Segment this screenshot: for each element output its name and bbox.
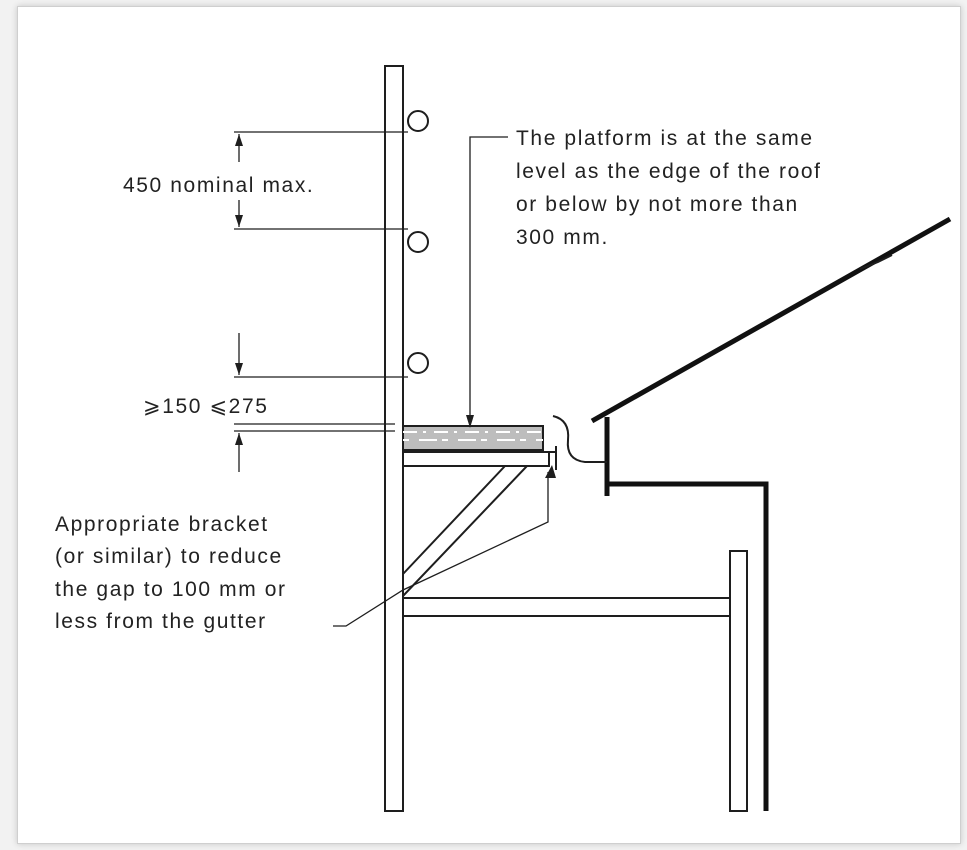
- leader-arrowheads: [466, 415, 556, 478]
- guardrail-circles: [407, 110, 429, 374]
- platform-note-line-1: The platform is at the same: [516, 127, 814, 150]
- bracket-note-line-2: (or similar) to reduce: [55, 545, 283, 568]
- platform: [402, 425, 550, 467]
- platform-note-line-3: or below by not more than: [516, 193, 799, 216]
- diagonal-brace: [402, 465, 530, 599]
- gap-bracket: [549, 446, 557, 470]
- scaffold-standard-right: [729, 550, 748, 812]
- platform-note-line-4: 300 mm.: [516, 226, 609, 249]
- roof-edge: [552, 216, 952, 811]
- platform-note-line-2: level as the edge of the roof: [516, 160, 822, 183]
- leader-lines: [333, 136, 549, 627]
- horizontal-ledger: [402, 597, 734, 617]
- guardrail-top: [407, 110, 429, 132]
- bracket-note-line-1: Appropriate bracket: [55, 513, 269, 536]
- bracket-note-line-4: less from the gutter: [55, 610, 267, 633]
- scaffold-standard-left: [384, 65, 404, 812]
- guardrail-bottom: [407, 352, 429, 374]
- dimension-450-label: 450 nominal max.: [123, 174, 314, 197]
- dimension-arrowheads: [235, 134, 243, 445]
- guardrail-middle: [407, 231, 429, 253]
- dimension-150-275-label: ⩾150 ⩽275: [143, 395, 269, 418]
- bracket-note-line-3: the gap to 100 mm or: [55, 578, 287, 601]
